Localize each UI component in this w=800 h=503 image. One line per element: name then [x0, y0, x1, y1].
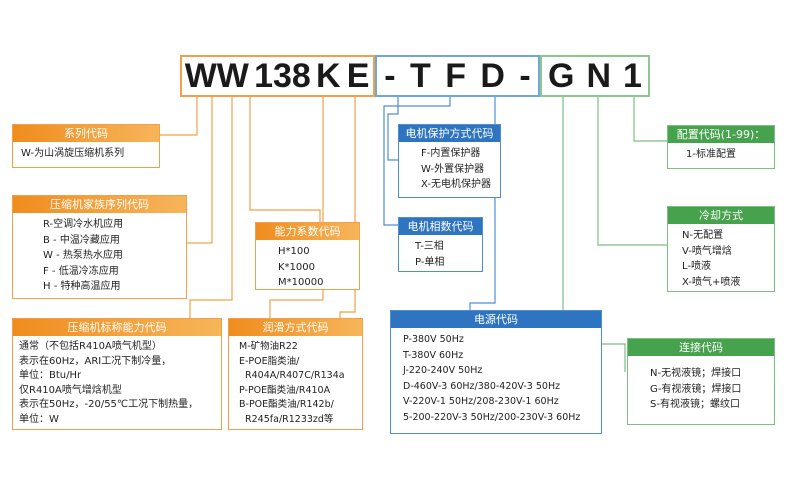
lubricant-code-line: R404A/R407C/R134a: [239, 370, 345, 381]
motor-protection-title: 电机保护方式代码: [399, 125, 500, 142]
family-code-line: F - 低温冷冻应用: [43, 265, 119, 277]
capacity-code-line: 通常（不包括R410A喷气机型）: [19, 341, 162, 352]
config-code-line: 1-标准配置: [686, 149, 736, 160]
power-code-line: P-380V 50Hz: [403, 334, 464, 345]
code-g: G: [548, 56, 575, 95]
series-code-box: 系列代码 W-为山涡旋压缩机系列: [12, 124, 160, 168]
code-t: T: [409, 56, 431, 95]
coefficient-code-box: 能力系数代码 H*100 K*1000 M*10000: [255, 222, 360, 290]
config-code-title: 配置代码(1-99)：: [668, 126, 774, 143]
cooling-code-title: 冷却方式: [668, 207, 774, 224]
code-1: 1: [623, 56, 642, 95]
coefficient-code-line: M*10000: [278, 277, 324, 288]
capacity-code-line: 单位：Btu/Hr: [19, 370, 82, 381]
code-e: E: [346, 56, 370, 95]
capacity-code-line: 表示在50Hz，-20/55℃工况下制热量，: [19, 399, 199, 410]
motor-protection-line: X-无电机保护器: [421, 179, 491, 190]
power-code-line: D-460V-3 60Hz/380-420V-3 50Hz: [403, 380, 561, 392]
power-code-box: 电源代码 P-380V 50Hz T-380V 60Hz J-220-240V …: [390, 310, 602, 434]
motor-protection-box: 电机保护方式代码 F-内置保护器 W-外置保护器 X-无电机保护器: [398, 124, 501, 198]
power-code-line: V-220V-1 50Hz/208-230V-1 60Hz: [403, 396, 559, 407]
motor-protection-line: W-外置保护器: [421, 163, 485, 175]
connection-code-line: S-有视液镜；螺纹口: [650, 399, 740, 410]
code-d: D: [480, 56, 505, 95]
motor-phase-line: T-三相: [415, 241, 444, 252]
capacity-code-line: 单位：W: [19, 413, 59, 425]
cooling-code-line: V-喷气增焓: [682, 245, 732, 257]
family-code-title: 压缩机家族序列代码: [13, 196, 186, 213]
cooling-code-line: N-无配置: [682, 230, 724, 241]
code-k: K: [315, 56, 341, 95]
lubricant-code-line: M-矿物油R22: [239, 341, 298, 352]
lubricant-code-title: 润滑方式代码: [229, 319, 362, 336]
power-code-line: J-220-240V 50Hz: [403, 365, 483, 376]
motor-phase-line: P-单相: [415, 256, 445, 268]
power-code-title: 电源代码: [391, 311, 601, 328]
capacity-code-title: 压缩机标称能力代码: [13, 319, 221, 336]
connection-code-box: 连接代码 N-无视液镜；焊接口 G-有视液镜；焊接口 S-有视液镜；螺纹口: [627, 338, 775, 425]
code-dash-2: -: [519, 56, 531, 95]
cooling-code-line: X-喷气+喷液: [682, 276, 741, 288]
coefficient-code-title: 能力系数代码: [256, 223, 359, 240]
model-code-group-2: - T F D -: [375, 55, 540, 97]
cooling-code-line: L-喷液: [682, 261, 712, 272]
motor-phase-title: 电机相数代码: [399, 218, 482, 235]
capacity-code-box: 压缩机标称能力代码 通常（不包括R410A喷气机型） 表示在60Hz，ARI工况…: [12, 318, 222, 430]
connection-code-line: G-有视液镜；焊接口: [650, 383, 742, 395]
coefficient-code-line: H*100: [278, 246, 310, 257]
family-code-line: H - 特种高温应用: [43, 281, 121, 292]
family-code-line: W - 热泵热水应用: [43, 250, 123, 261]
code-ww: WW: [184, 56, 249, 95]
family-code-box: 压缩机家族序列代码 R-空调冷水机应用 B - 中温冷藏应用 W - 热泵热水应…: [12, 195, 187, 299]
code-138: 138: [254, 56, 311, 95]
code-f: F: [445, 56, 466, 95]
model-code-group-1: WW 138 K E: [180, 55, 375, 97]
coefficient-code-line: K*1000: [278, 261, 316, 273]
family-code-line: B - 中温冷藏应用: [43, 234, 120, 246]
lubricant-code-line: R245fa/R1233zd等: [239, 413, 334, 425]
lubricant-code-line: E-POE脂类油/: [239, 355, 300, 367]
capacity-code-line: 表示在60Hz，ARI工况下制冷量，: [19, 355, 172, 367]
code-dash-1: -: [384, 56, 396, 95]
capacity-code-line: 仅R410A喷气增焓机型: [19, 384, 122, 396]
cooling-code-box: 冷却方式 N-无配置 V-喷气增焓 L-喷液 X-喷气+喷液: [667, 206, 775, 292]
lubricant-code-line: B-POE酯类油/R142b/: [239, 399, 334, 410]
model-code-group-3: G N 1: [540, 55, 650, 97]
power-code-line: 5-200-220V-3 50Hz/200-230V-3 60Hz: [403, 411, 581, 423]
series-code-title: 系列代码: [13, 125, 159, 142]
family-code-line: R-空调冷水机应用: [43, 219, 124, 230]
lubricant-code-line: P-POE酯类油/R410A: [239, 384, 331, 396]
code-n: N: [586, 56, 612, 95]
series-code-line: W-为山涡旋压缩机系列: [21, 148, 125, 159]
connection-code-line: N-无视液镜；焊接口: [650, 368, 742, 379]
motor-protection-line: F-内置保护器: [421, 148, 481, 159]
connection-code-title: 连接代码: [628, 339, 774, 356]
power-code-line: T-380V 60Hz: [403, 349, 464, 361]
motor-phase-box: 电机相数代码 T-三相 P-单相: [398, 217, 483, 272]
config-code-box: 配置代码(1-99)： 1-标准配置: [667, 125, 775, 169]
lubricant-code-box: 润滑方式代码 M-矿物油R22 E-POE脂类油/ R404A/R407C/R1…: [228, 318, 363, 430]
